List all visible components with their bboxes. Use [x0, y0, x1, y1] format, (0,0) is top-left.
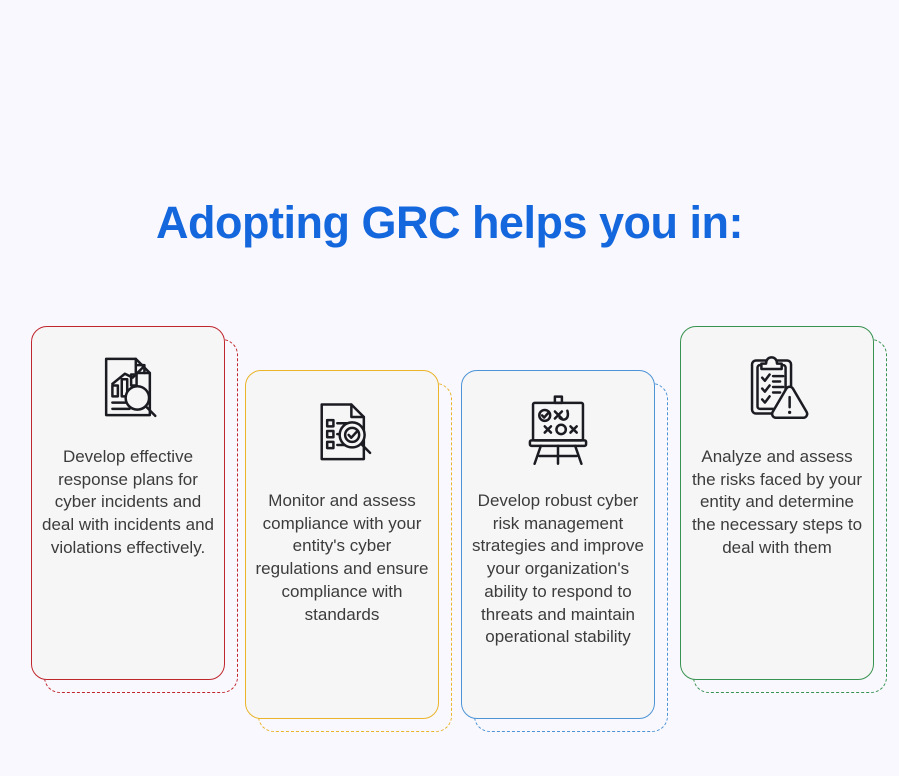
- card-body[interactable]: Develop effective response plans for cyb…: [31, 326, 225, 680]
- page-title: Adopting GRC helps you in:: [156, 197, 743, 248]
- document-chart-magnifier-icon: [85, 348, 171, 426]
- card-body[interactable]: Analyze and assess the risks faced by yo…: [680, 326, 874, 680]
- card-text: Develop robust cyber risk management str…: [472, 491, 644, 647]
- card-body[interactable]: Develop robust cyber risk management str…: [461, 370, 655, 719]
- card-risk-management-strategy[interactable]: Develop robust cyber risk management str…: [461, 370, 668, 732]
- card-risk-analysis[interactable]: Analyze and assess the risks faced by yo…: [680, 326, 887, 693]
- clipboard-checklist-warning-icon: [734, 348, 820, 426]
- card-compliance-monitoring[interactable]: Monitor and assess compliance with your …: [245, 370, 452, 732]
- card-incident-response[interactable]: Develop effective response plans for cyb…: [31, 326, 238, 693]
- card-body[interactable]: Monitor and assess compliance with your …: [245, 370, 439, 719]
- strategy-board-easel-icon: [515, 392, 601, 470]
- card-text: Develop effective response plans for cyb…: [41, 447, 214, 557]
- card-text: Analyze and assess the risks faced by yo…: [691, 447, 863, 557]
- card-text: Monitor and assess compliance with your …: [255, 491, 429, 624]
- checklist-document-magnifier-check-icon: [299, 392, 385, 470]
